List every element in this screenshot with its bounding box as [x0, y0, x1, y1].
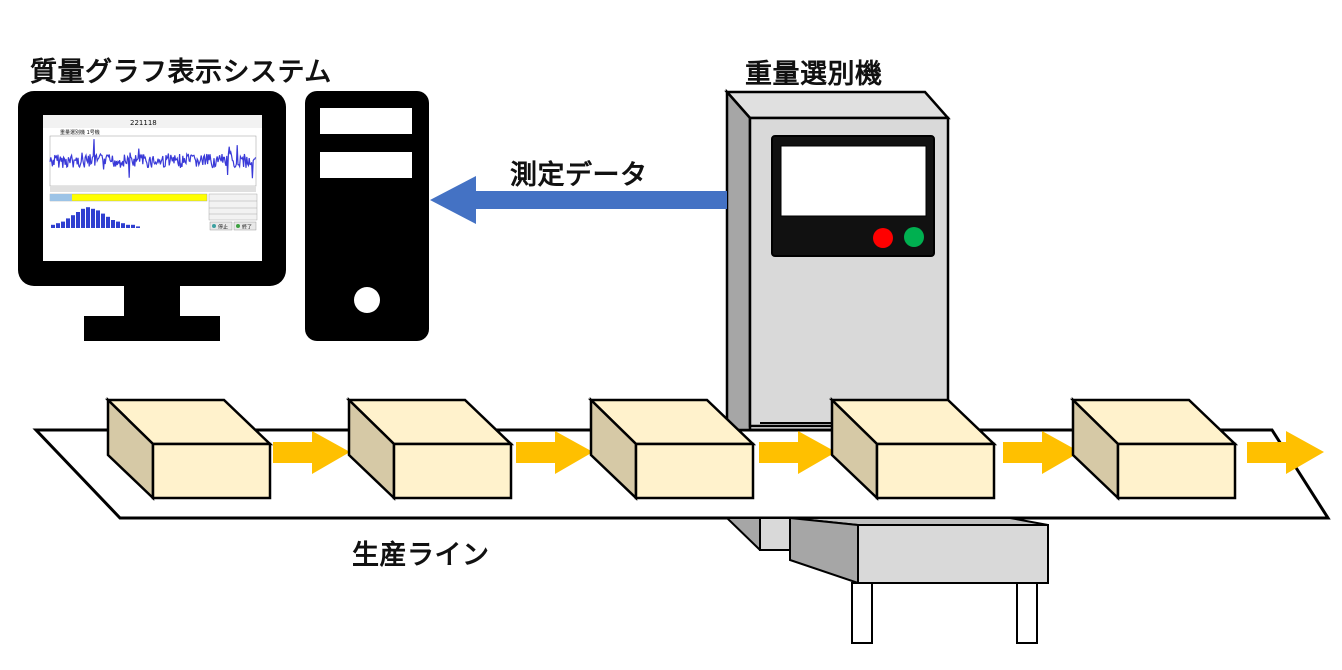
flow-arrow: [759, 431, 836, 474]
histogram-bar: [96, 210, 100, 228]
histogram-bar: [91, 208, 95, 228]
screen-end-button: [233, 221, 257, 231]
product-box: [587, 397, 757, 501]
weight-checker-machine: [724, 88, 1049, 644]
flow-arrow: [273, 431, 350, 474]
flow-arrow: [1003, 431, 1080, 474]
stand-leg-right: [1016, 582, 1038, 644]
screen-end-label: 終了: [242, 224, 252, 231]
histogram-bar: [131, 224, 135, 228]
power-button-icon: [354, 287, 380, 313]
histogram-bar: [56, 223, 60, 228]
screen-sample-value: 221118: [130, 119, 157, 127]
machine-label: 重量選別機: [745, 59, 883, 90]
histogram: [51, 207, 140, 228]
red-lamp: [873, 228, 893, 248]
stats-table: [208, 193, 258, 221]
products-flow: [104, 397, 1324, 501]
histogram-bar: [76, 212, 80, 228]
histogram-bar: [136, 226, 140, 228]
monitor-neck: [124, 286, 180, 316]
system-label: 質量グラフ表示システム: [30, 57, 332, 88]
product-box: [345, 397, 515, 501]
stand-leg-left: [851, 582, 873, 644]
product-box: [828, 397, 998, 501]
product-box: [1069, 397, 1239, 501]
stand-side: [789, 516, 859, 585]
production-line-label: 生産ライン: [352, 540, 490, 571]
monitor: 221118 重量選別機 1号機 停止 終了: [18, 91, 286, 341]
monitor-base: [84, 316, 220, 341]
histogram-bar: [106, 216, 110, 228]
screen-content: 221118 重量選別機 1号機 停止 終了: [43, 115, 262, 231]
flow-arrow: [1247, 431, 1324, 474]
graph-line: [49, 139, 257, 179]
histogram-bar: [126, 224, 130, 228]
histogram-bar: [66, 218, 70, 228]
histogram-bar: [61, 221, 65, 228]
product-box: [104, 397, 274, 501]
stand-front: [857, 524, 1049, 584]
drive-bay-2: [320, 152, 412, 178]
data-flow-arrow: [430, 176, 727, 224]
histogram-bar: [86, 207, 90, 228]
screen-stop-label: 停止: [218, 224, 228, 231]
data-flow-label: 測定データ: [510, 160, 648, 191]
histogram-bar: [51, 224, 55, 228]
green-lamp: [904, 227, 924, 247]
flow-arrow: [516, 431, 593, 474]
control-display: [780, 145, 927, 217]
cabinet-top: [724, 90, 951, 120]
screen-stop-button: [209, 221, 233, 231]
cabinet-side: [725, 88, 752, 432]
histogram-bar: [101, 213, 105, 228]
histogram-bar: [71, 215, 75, 228]
histogram-bar: [111, 220, 115, 228]
histogram-bar: [121, 223, 125, 228]
screen-title-line: 重量選別機 1号機: [60, 129, 100, 136]
histogram-bar: [81, 208, 85, 228]
histogram-bar: [116, 221, 120, 228]
pc-tower: [305, 91, 429, 341]
drive-bay-1: [320, 108, 412, 134]
